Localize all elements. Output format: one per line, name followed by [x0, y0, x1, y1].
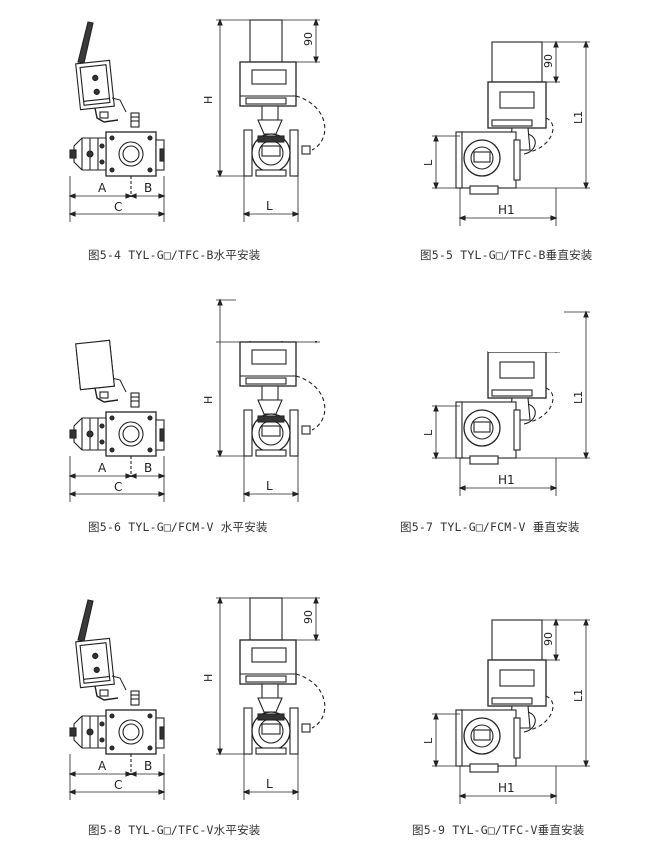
- dim-label-h1: H1: [498, 203, 515, 217]
- dim-label-a: A: [98, 759, 107, 773]
- dim-label-c: C: [114, 778, 122, 792]
- dim-label-h: H: [202, 96, 215, 104]
- dim-label-l1: L1: [572, 111, 585, 124]
- dim-label-c: C: [114, 200, 122, 214]
- figure-5-6-front-view: H L: [202, 294, 328, 503]
- caption-figure-5-9: 图5-9 TYL-G□/TFC-V垂直安装: [412, 823, 585, 837]
- figure-5-9-vertical-view: 90 L1 L H1: [422, 619, 591, 805]
- dim-label-b: B: [144, 181, 152, 195]
- dim-label-l: L: [422, 737, 435, 744]
- dim-label-b: B: [144, 461, 152, 475]
- dim-label-h1: H1: [498, 473, 515, 487]
- caption-figure-5-7: 图5-7 TYL-G□/FCM-V 垂直安装: [400, 520, 580, 534]
- caption-figure-5-4: 图5-4 TYL-G□/TFC-B水平安装: [88, 248, 261, 262]
- dim-label-a: A: [98, 461, 107, 475]
- dim-label-c: C: [114, 480, 122, 494]
- figure-5-8-side-view: A B C: [69, 599, 165, 801]
- dim-label-h: H: [202, 674, 215, 682]
- dim-label-h1: H1: [498, 781, 515, 795]
- dim-label-l: L: [266, 777, 273, 791]
- dim-label-90: 90: [302, 32, 315, 46]
- dim-label-90: 90: [542, 632, 555, 646]
- figure-5-8-front-view: H 90 L: [202, 597, 326, 801]
- caption-figure-5-6: 图5-6 TYL-G□/FCM-V 水平安装: [88, 520, 268, 534]
- dim-label-90: 90: [302, 610, 315, 624]
- dim-label-l1: L1: [572, 689, 585, 702]
- figure-5-5-vertical-view: 90 L1 L H1: [422, 41, 591, 227]
- figure-5-7-vertical-view: L1 L H1: [422, 306, 591, 497]
- figure-5-4-side-view: A B C: [69, 21, 165, 223]
- dim-label-90: 90: [542, 54, 555, 68]
- figure-5-6-side-view: A B C: [69, 290, 165, 503]
- dim-label-l: L: [422, 429, 435, 436]
- dim-label-l: L: [266, 199, 273, 213]
- dim-label-a: A: [98, 181, 107, 195]
- caption-figure-5-5: 图5-5 TYL-G□/TFC-B垂直安装: [420, 248, 593, 262]
- dim-label-l: L: [266, 479, 273, 493]
- dim-label-h: H: [202, 396, 215, 404]
- dim-label-l1: L1: [572, 391, 585, 404]
- figure-5-4-front-view: H 90 L: [202, 19, 326, 223]
- caption-figure-5-8: 图5-8 TYL-G□/TFC-V水平安装: [88, 823, 261, 837]
- dim-label-l: L: [422, 159, 435, 166]
- dim-label-b: B: [144, 759, 152, 773]
